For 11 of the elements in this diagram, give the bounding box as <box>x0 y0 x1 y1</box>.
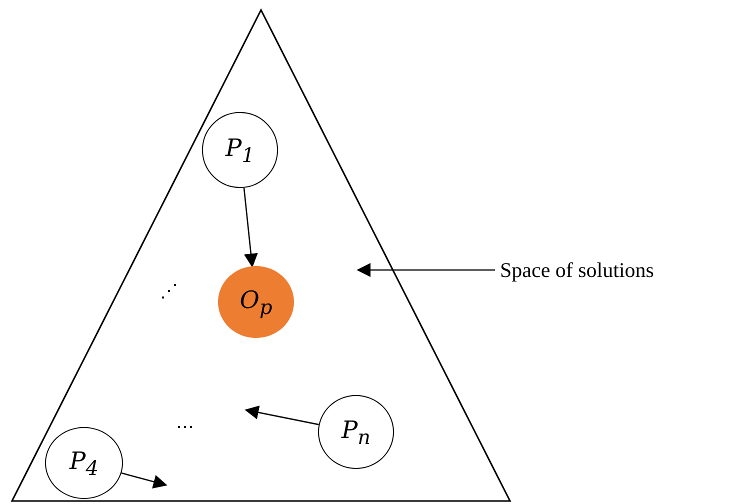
solution-circle: P$_{1}$ <box>202 112 278 188</box>
ellipsis-mark: ⋰ <box>160 282 178 300</box>
arrow <box>244 406 319 426</box>
solution-circle: P$_{n}$ <box>318 395 394 469</box>
ellipsis-mark: ⋯ <box>176 418 194 436</box>
optimum-circle: O$_{p}$ <box>218 266 294 338</box>
arrow <box>243 188 258 268</box>
annotation-text: Space of solutions <box>500 258 654 282</box>
arrow <box>121 472 168 488</box>
solution-circle: P$_{4}$ <box>45 427 123 499</box>
arrow <box>356 263 495 277</box>
